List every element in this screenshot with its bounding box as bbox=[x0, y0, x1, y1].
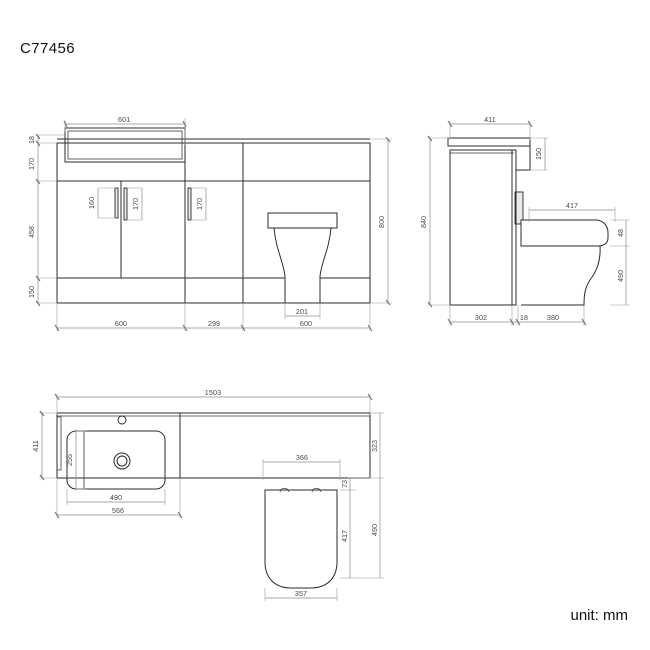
tick-601-b bbox=[182, 120, 187, 128]
tick-411pa bbox=[39, 410, 45, 417]
side-mirror-return bbox=[515, 145, 531, 171]
tick-1503b bbox=[367, 393, 373, 401]
tick-566b bbox=[177, 511, 183, 519]
plan-waste-inner bbox=[116, 455, 128, 467]
tick-s1 bbox=[447, 318, 453, 326]
tick-f3 bbox=[35, 178, 41, 185]
dimlabel-490-plan: 490 bbox=[110, 493, 122, 502]
dimlabel-366: 366 bbox=[296, 453, 308, 462]
dimlabel-48: 48 bbox=[616, 229, 625, 237]
dimlabel-150-side: 150 bbox=[534, 148, 543, 160]
tick-b2 bbox=[182, 324, 188, 332]
tick-s4 bbox=[581, 318, 587, 326]
plan-view: 1503 411 255 490 566 bbox=[31, 388, 384, 601]
side-toilet-pan-profile bbox=[521, 245, 601, 306]
plan-left-lip bbox=[57, 416, 62, 471]
dimlabel-201: 201 bbox=[296, 307, 308, 316]
dimlabel-800: 800 bbox=[377, 216, 386, 228]
front-carcass-outline bbox=[56, 142, 371, 304]
dimlabel-73: 73 bbox=[340, 480, 349, 488]
dimlabel-357: 357 bbox=[295, 589, 307, 598]
tick-s2 bbox=[509, 318, 515, 326]
dimlabel-170-mid: 170 bbox=[131, 198, 140, 210]
tick-411a bbox=[447, 120, 453, 128]
tick-840a bbox=[427, 135, 433, 142]
mirror-cabinet-outer bbox=[64, 127, 186, 163]
dimlabel-600-vanity: 600 bbox=[115, 319, 127, 328]
tick-f5 bbox=[35, 300, 41, 307]
plan-seat-hinge-right bbox=[311, 487, 322, 493]
tick-b1 bbox=[54, 324, 60, 332]
front-elevation-view: 601 18 170 458 150 160 170 bbox=[27, 115, 392, 332]
side-worktop bbox=[447, 137, 531, 147]
handle-filler-door bbox=[187, 187, 192, 221]
dimlabel-490-side: 490 bbox=[616, 270, 625, 282]
dimlabel-490-proj: 490 bbox=[370, 524, 379, 536]
dimlabel-601: 601 bbox=[118, 115, 130, 124]
tick-1503a bbox=[54, 393, 60, 401]
dimlabel-380: 380 bbox=[547, 313, 559, 322]
dimlabel-18: 18 bbox=[27, 136, 36, 144]
dimlabel-1503: 1503 bbox=[205, 388, 221, 397]
tick-b4 bbox=[367, 324, 373, 332]
dimlabel-417-plan: 417 bbox=[340, 530, 349, 542]
dimlabel-18-side: 18 bbox=[520, 313, 528, 322]
tick-f4 bbox=[35, 275, 41, 282]
tick-b3 bbox=[240, 324, 246, 332]
tick-800b bbox=[385, 299, 391, 306]
handle-right-door bbox=[123, 187, 128, 221]
plan-basin-bowl bbox=[66, 430, 166, 490]
tick-601-a bbox=[63, 120, 68, 128]
page-title: C77456 bbox=[20, 40, 75, 57]
tick-566a bbox=[54, 511, 60, 519]
dimlabel-170-mirror: 170 bbox=[27, 158, 36, 170]
tick-f1 bbox=[35, 133, 41, 140]
dimlabel-302: 302 bbox=[475, 313, 487, 322]
tick-840b bbox=[427, 301, 433, 308]
plan-waste-outer bbox=[113, 452, 131, 470]
tick-f2 bbox=[35, 140, 41, 147]
dimlabel-566: 566 bbox=[112, 506, 124, 515]
side-cabinet-body bbox=[449, 149, 517, 306]
dimlabel-411-side: 411 bbox=[484, 115, 496, 124]
dimlabel-299: 299 bbox=[208, 319, 220, 328]
toilet-pan-front bbox=[267, 212, 338, 304]
plan-worktop-outline bbox=[56, 412, 371, 479]
tick-411pb bbox=[39, 474, 45, 481]
handle-left-door bbox=[114, 187, 119, 219]
plan-toilet-seat bbox=[264, 489, 338, 589]
unit-note: unit: mm bbox=[570, 607, 628, 624]
plan-seat-hinge-left bbox=[279, 487, 290, 493]
dimlabel-840: 840 bbox=[419, 216, 428, 228]
dimlabel-170-right: 170 bbox=[195, 198, 204, 210]
side-handle bbox=[514, 191, 524, 225]
tick-800a bbox=[385, 136, 391, 143]
dimlabel-417-side: 417 bbox=[566, 201, 578, 210]
mirror-cabinet-inner bbox=[67, 130, 183, 160]
dimlabel-160: 160 bbox=[87, 197, 96, 209]
tick-s3 bbox=[515, 318, 521, 326]
plan-tap-hole bbox=[117, 415, 127, 425]
dimlabel-255: 255 bbox=[65, 454, 74, 466]
plan-worktop bbox=[56, 412, 371, 479]
dimlabel-150: 150 bbox=[27, 286, 36, 298]
dimlabel-411-plan: 411 bbox=[31, 440, 40, 451]
dimlabel-458: 458 bbox=[27, 226, 36, 238]
tick-411b bbox=[527, 120, 533, 128]
dimlabel-323: 323 bbox=[370, 440, 379, 452]
side-elevation-view: 411 150 840 417 48 bbox=[419, 115, 630, 326]
side-toilet-seat bbox=[520, 219, 609, 247]
dimlabel-600-wc: 600 bbox=[300, 319, 312, 328]
